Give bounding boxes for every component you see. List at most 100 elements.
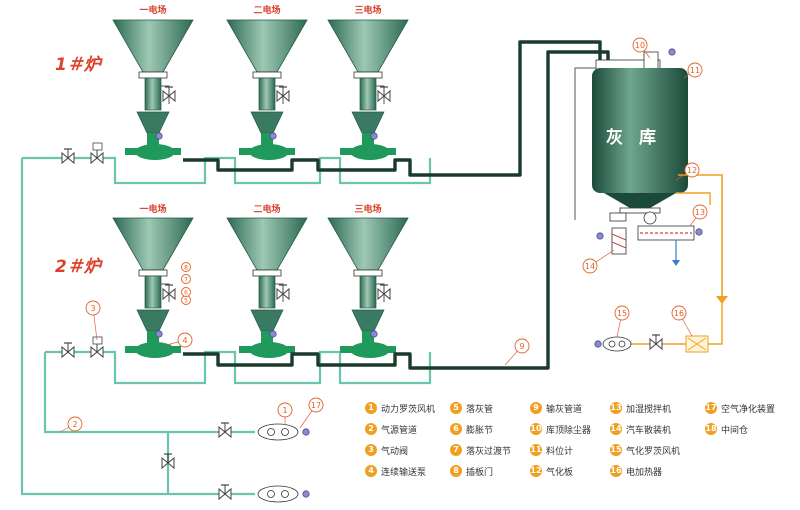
motor-icon bbox=[302, 428, 310, 436]
callout-15: 15 bbox=[614, 305, 630, 338]
motor-icon bbox=[155, 132, 163, 140]
aeration-blower bbox=[602, 336, 632, 352]
callout-10: 10 bbox=[632, 37, 651, 59]
callout-circle bbox=[614, 305, 630, 321]
callout-circle bbox=[277, 402, 293, 418]
conveying-pipe bbox=[183, 40, 602, 177]
silo-cone bbox=[604, 193, 676, 208]
callout-circle bbox=[684, 162, 700, 178]
conveying-pipe bbox=[183, 50, 610, 370]
callout-13: 13 bbox=[689, 204, 708, 227]
legend-text: 动力罗茨风机 bbox=[381, 404, 436, 415]
callout-circle bbox=[514, 338, 530, 354]
field-label-f2-2: 二电场 bbox=[253, 205, 281, 215]
silo-outlet-flange bbox=[619, 207, 661, 214]
legend-text: 输灰管道 bbox=[546, 404, 583, 415]
esp-unit bbox=[327, 19, 409, 160]
hopper bbox=[327, 19, 409, 73]
ash-silo-assembly bbox=[574, 48, 728, 353]
actuator-icon bbox=[92, 142, 103, 151]
legend-text: 落灰管 bbox=[466, 404, 494, 415]
gate-rod bbox=[161, 283, 170, 302]
truck-loader bbox=[611, 227, 627, 255]
callout-5: 5 bbox=[181, 295, 191, 305]
motor-icon bbox=[594, 340, 602, 348]
furnace-1-label: 1＃炉 bbox=[55, 55, 101, 75]
callout-number: 16 bbox=[674, 309, 684, 318]
air-supply-pipes bbox=[20, 142, 432, 501]
intermediate-bin bbox=[250, 111, 284, 134]
legend-text: 气化罗茨风机 bbox=[626, 446, 681, 457]
esp-unit bbox=[226, 217, 308, 358]
intermediate-bin bbox=[351, 111, 385, 134]
legend-item: 1 动力罗茨风机 bbox=[365, 399, 435, 417]
motor-icon bbox=[370, 132, 378, 140]
gate-rod bbox=[275, 85, 284, 104]
motor-icon bbox=[155, 330, 163, 338]
truck-loader-detail bbox=[611, 233, 627, 249]
callout-number: 6 bbox=[184, 290, 188, 297]
actuator-icon bbox=[92, 336, 103, 345]
legend-text: 空气净化装置 bbox=[721, 404, 776, 415]
callout-7: 7 bbox=[181, 274, 191, 284]
callout-number: 17 bbox=[311, 401, 321, 410]
callout-circle bbox=[692, 204, 708, 220]
esp-unit bbox=[226, 19, 308, 160]
silo-side-line bbox=[574, 67, 596, 220]
drop-pipe bbox=[359, 77, 377, 111]
intermediate-bin bbox=[136, 309, 170, 332]
mixer-feeder bbox=[643, 211, 657, 225]
legend-number: 3 bbox=[365, 444, 377, 456]
legend-number: 1 bbox=[365, 402, 377, 414]
legend-number: 13 bbox=[610, 402, 622, 414]
ash-conveying-pipes bbox=[183, 40, 610, 370]
esp-unit bbox=[327, 217, 409, 358]
callout-number: 7 bbox=[184, 277, 188, 284]
callout-12: 12 bbox=[675, 162, 700, 181]
callout-6: 6 bbox=[181, 287, 191, 297]
legend-number: 4 bbox=[365, 465, 377, 477]
legend-text: 中间仓 bbox=[721, 425, 749, 436]
callout-circle bbox=[181, 274, 191, 284]
flange bbox=[252, 71, 282, 79]
esp-unit bbox=[112, 19, 194, 160]
motor-icon bbox=[302, 490, 310, 498]
legend-text: 汽车散装机 bbox=[626, 425, 672, 436]
legend-text: 库顶除尘器 bbox=[546, 425, 592, 436]
motor-icon bbox=[269, 330, 277, 338]
legend-number: 2 bbox=[365, 423, 377, 435]
callout-circle bbox=[181, 262, 191, 272]
callout-2: 2 bbox=[59, 416, 83, 433]
blower-rotor bbox=[608, 340, 616, 348]
hopper bbox=[226, 217, 308, 271]
blower-rotor bbox=[281, 490, 289, 498]
callout-circle bbox=[671, 305, 687, 321]
callout-number: 1 bbox=[282, 406, 287, 415]
air-pipe bbox=[45, 350, 432, 385]
callout-8: 8 bbox=[181, 262, 191, 272]
legend-number: 7 bbox=[450, 444, 462, 456]
legend-text: 插板门 bbox=[466, 467, 494, 478]
blower-rotor bbox=[281, 428, 289, 436]
ash-silo bbox=[592, 68, 688, 193]
air-pipe bbox=[20, 158, 255, 496]
blower-rotor bbox=[267, 490, 275, 498]
callout-9: 9 bbox=[504, 338, 530, 366]
gate-rod bbox=[376, 85, 385, 104]
callout-number: 3 bbox=[90, 304, 95, 313]
drop-pipe bbox=[359, 275, 377, 309]
callout-number: 5 bbox=[184, 298, 188, 305]
gate-rod bbox=[376, 283, 385, 302]
field-label-f2-3: 三电场 bbox=[354, 205, 382, 215]
legend-text: 料位计 bbox=[546, 446, 574, 457]
esp-unit bbox=[112, 217, 194, 358]
callout-number: 4 bbox=[182, 336, 187, 345]
